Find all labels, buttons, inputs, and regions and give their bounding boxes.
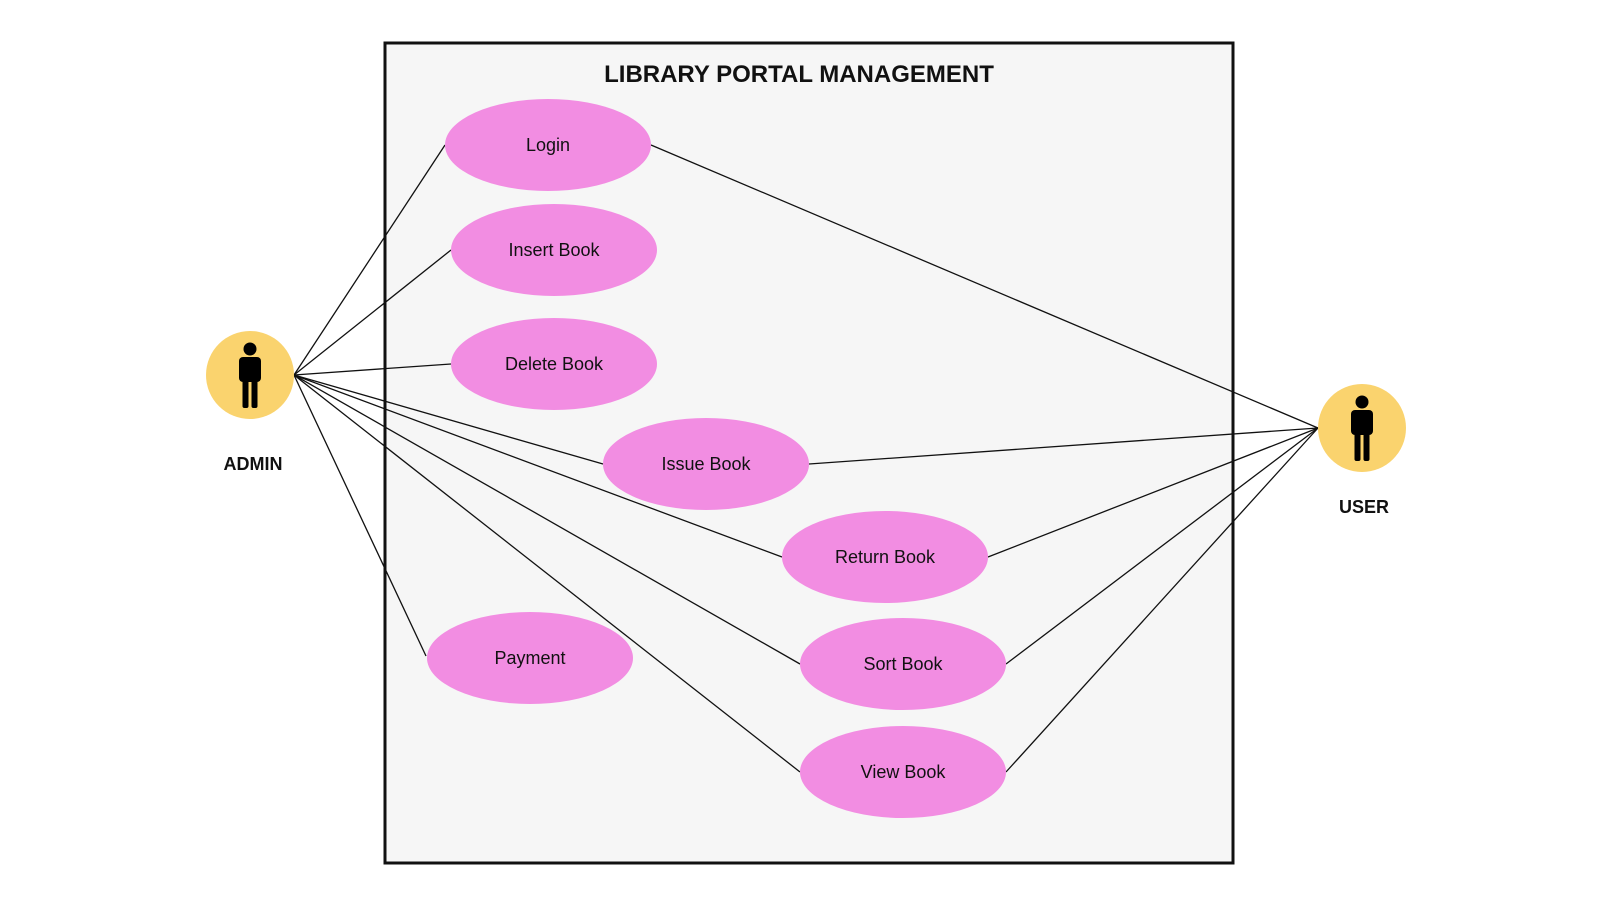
assoc-admin-issue <box>293 374 604 465</box>
use-case-ellipse <box>782 511 988 603</box>
person-icon <box>1351 395 1373 461</box>
use-case-view-book[interactable]: View Book <box>800 726 1006 818</box>
use-case-label: Login <box>526 135 570 155</box>
assoc-admin-sort <box>293 374 801 665</box>
use-case-ellipse <box>427 612 633 704</box>
use-case-label: Delete Book <box>505 354 604 374</box>
use-case-delete-book[interactable]: Delete Book <box>451 318 657 410</box>
assoc-admin-payment <box>293 374 427 657</box>
assoc-user-issue <box>808 427 1319 465</box>
associations <box>293 144 1319 773</box>
person-icon <box>239 342 261 408</box>
assoc-user-view <box>1005 427 1319 773</box>
assoc-admin-delete <box>293 363 452 376</box>
use-case-label: Issue Book <box>661 454 751 474</box>
assoc-admin-return <box>293 374 783 558</box>
use-case-ellipse <box>800 726 1006 818</box>
use-case-ellipse <box>603 418 809 510</box>
use-case-sort-book[interactable]: Sort Book <box>800 618 1006 710</box>
use-case-label: Sort Book <box>863 654 943 674</box>
use-case-insert-book[interactable]: Insert Book <box>451 204 657 296</box>
use-case-ellipse <box>800 618 1006 710</box>
assoc-user-login <box>650 144 1319 429</box>
use-case-label: View Book <box>861 762 947 782</box>
use-case-ellipse <box>445 99 651 191</box>
use-case-ellipse <box>451 318 657 410</box>
use-case-label: Return Book <box>835 547 936 567</box>
actor-admin[interactable]: ADMIN <box>206 331 294 474</box>
use-case-issue-book[interactable]: Issue Book <box>603 418 809 510</box>
use-case-payment[interactable]: Payment <box>427 612 633 704</box>
assoc-user-return <box>987 427 1319 558</box>
system-title: LIBRARY PORTAL MANAGEMENT <box>604 61 994 88</box>
use-case-login[interactable]: Login <box>445 99 651 191</box>
use-case-label: Insert Book <box>508 240 600 260</box>
actor-label: ADMIN <box>224 454 283 474</box>
actor-label: USER <box>1339 497 1389 517</box>
use-case-ellipse <box>451 204 657 296</box>
assoc-admin-view <box>293 374 801 773</box>
use-case-label: Payment <box>494 648 565 668</box>
use-case-return-book[interactable]: Return Book <box>782 511 988 603</box>
actor-user[interactable]: USER <box>1318 384 1406 517</box>
assoc-user-sort <box>1005 427 1319 665</box>
assoc-admin-insert <box>293 249 452 376</box>
assoc-admin-login <box>293 144 446 376</box>
